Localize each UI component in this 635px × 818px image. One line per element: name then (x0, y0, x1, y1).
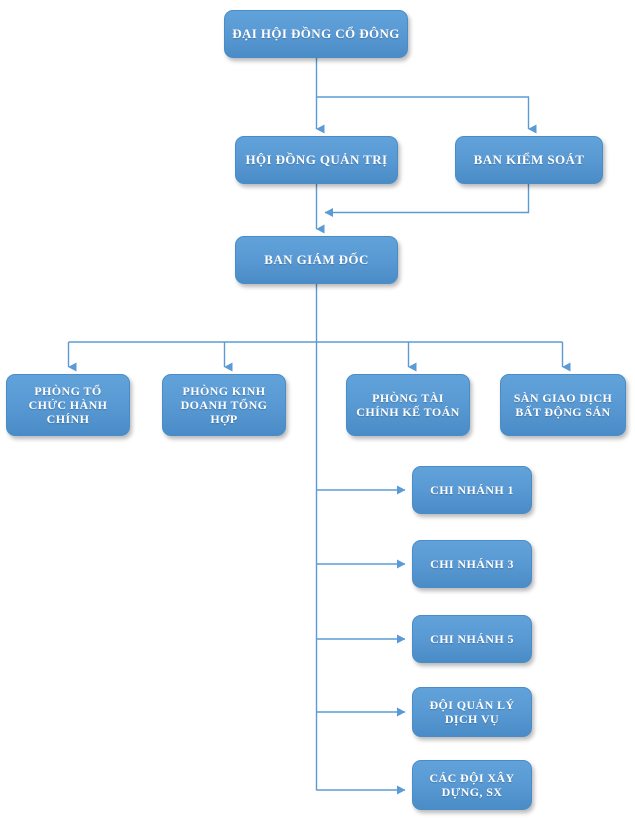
connector-ban-kiem-soat-to-trunk (324, 184, 530, 217)
node-label: SÀN GIAO DỊCH BẤT ĐỘNG SẢN (513, 390, 613, 419)
node-chi-nhanh-5[interactable]: CHI NHÁNH 5 (412, 615, 532, 663)
node-phong-to-chuc-hanh-chinh[interactable]: PHÒNG TỔ CHỨC HÀNH CHÍNH (6, 374, 130, 436)
node-chi-nhanh-3[interactable]: CHI NHÁNH 3 (412, 540, 532, 588)
node-label: HỘI ĐỒNG QUẢN TRỊ (245, 152, 388, 168)
node-ban-giam-doc[interactable]: BAN GIÁM ĐỐC (235, 236, 398, 284)
node-phong-kinh-doanh-tong-hop[interactable]: PHÒNG KINH DOANH TỔNG HỢP (162, 374, 286, 436)
node-phong-tai-chinh-ke-toan[interactable]: PHÒNG TÀI CHÍNH KẾ TOÁN (346, 374, 470, 436)
node-doi-quan-ly-dich-vu[interactable]: ĐỘI QUẢN LÝ DỊCH VỤ (412, 687, 532, 737)
node-label: CÁC ĐỘI XÂY DỰNG, SX (429, 770, 515, 799)
node-label: BAN KIỂM SOÁT (473, 152, 585, 168)
node-label: ĐẠI HỘI ĐỒNG CỔ ĐÔNG (232, 26, 400, 42)
node-label: ĐỘI QUẢN LÝ DỊCH VỤ (429, 697, 515, 726)
node-cac-doi-xay-dung-sx[interactable]: CÁC ĐỘI XÂY DỰNG, SX (412, 760, 532, 810)
node-hoi-dong-quan-tri[interactable]: HỘI ĐỒNG QUẢN TRỊ (235, 136, 398, 184)
node-label: CHI NHÁNH 3 (430, 556, 514, 571)
node-label: PHÒNG KINH DOANH TỔNG HỢP (180, 383, 268, 427)
node-label: PHÒNG TÀI CHÍNH KẾ TOÁN (356, 390, 460, 419)
node-label: PHÒNG TỔ CHỨC HÀNH CHÍNH (28, 383, 108, 427)
node-chi-nhanh-1[interactable]: CHI NHÁNH 1 (412, 466, 532, 514)
node-san-giao-dich-bat-dong-san[interactable]: SÀN GIAO DỊCH BẤT ĐỘNG SẢN (500, 374, 626, 436)
node-dai-hoi-dong-co-dong[interactable]: ĐẠI HỘI ĐỒNG CỔ ĐÔNG (224, 10, 408, 58)
node-label: CHI NHÁNH 5 (430, 631, 514, 646)
node-label: CHI NHÁNH 1 (430, 482, 514, 497)
connector-dhdcd-to-ban-kiem-soat (316, 96, 537, 134)
node-ban-kiem-soat[interactable]: BAN KIỂM SOÁT (455, 136, 603, 184)
node-label: BAN GIÁM ĐỐC (264, 252, 369, 268)
